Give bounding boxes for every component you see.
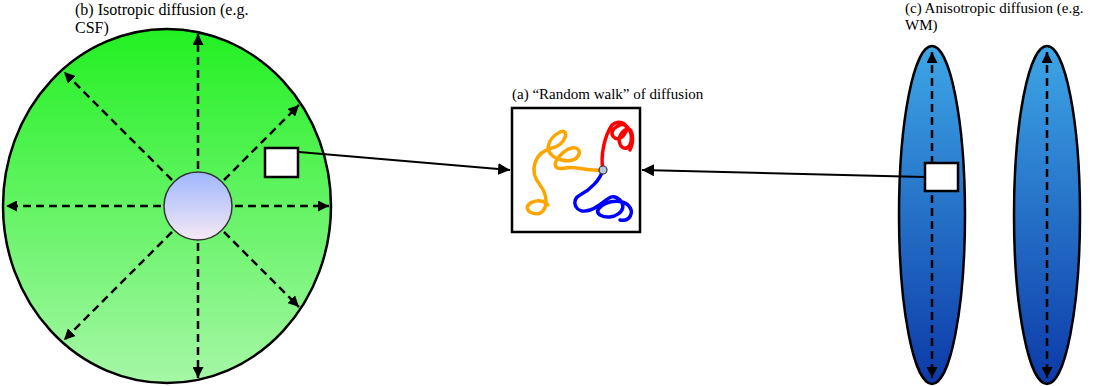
dashed-arrow [224, 232, 299, 307]
zoom-arrow [642, 170, 924, 177]
diagram-label: (c) Anisotropic diffusion (e.g. WM) [905, 0, 1097, 35]
source-sphere [164, 172, 232, 240]
wm-fibre [1014, 46, 1080, 384]
dashed-arrow [1046, 52, 1049, 378]
diagram-node: (b) Isotropic diffusion (e.g. CSF) [0, 0, 336, 386]
dashed-arrow [224, 105, 299, 180]
dashed-arrow [64, 72, 172, 180]
random-walk-paths [527, 122, 632, 220]
zoom-window [265, 148, 298, 177]
dashed-arrow [197, 243, 200, 378]
start-dot [599, 166, 607, 174]
walk-path [527, 131, 603, 213]
dashed-arrow [197, 34, 200, 169]
dashed-arrow [6, 205, 161, 208]
diagram-node: (a) “Random walk” of diffusion [508, 86, 712, 236]
walk-path [602, 122, 632, 170]
dashed-arrow [235, 205, 329, 208]
diagram-node: (c) Anisotropic diffusion (e.g. WM) [898, 0, 1102, 386]
diagram-label: (a) “Random walk” of diffusion [512, 86, 712, 103]
diagram-label: (b) Isotropic diffusion (e.g. CSF) [75, 1, 280, 38]
zoom-arrow [299, 152, 510, 170]
zoom-window [925, 163, 958, 191]
wm-fibre [899, 46, 965, 384]
random-walk-box [512, 108, 640, 232]
walk-path [575, 170, 631, 220]
isotropic-arrows [6, 34, 329, 378]
csf-region [3, 29, 331, 383]
anisotropic-arrows [932, 52, 1047, 378]
dashed-arrow [931, 52, 934, 378]
dashed-arrow [64, 232, 172, 340]
